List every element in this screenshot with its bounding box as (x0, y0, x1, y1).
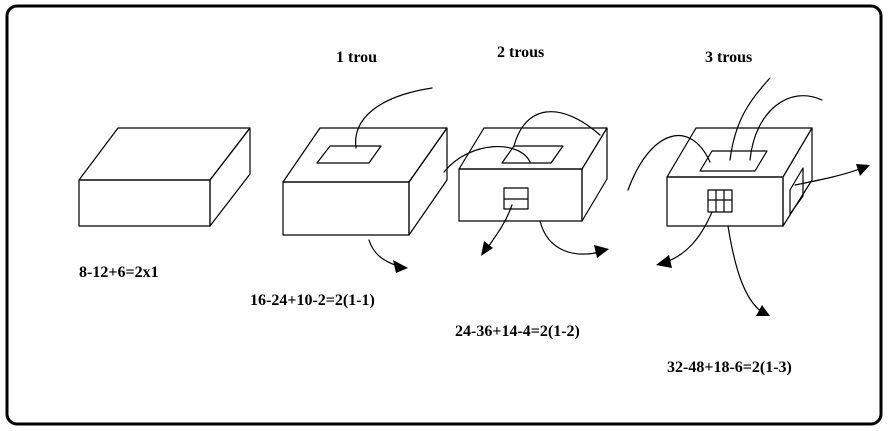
block-3-side (782, 127, 813, 227)
block-no-hole (78, 127, 251, 227)
block-0-front (78, 179, 211, 227)
block-3-loop-right (794, 167, 863, 186)
block-2-loop-bottom (539, 220, 601, 255)
block-1-arrowhead (393, 260, 408, 273)
block-1-side (408, 127, 448, 236)
block-three-holes (627, 77, 870, 316)
block-2-hole-top (501, 145, 564, 164)
diagram-frame (5, 4, 883, 426)
block-2-side (581, 127, 608, 222)
block-3-loop-top-a (729, 77, 771, 161)
block-1-loop-top (355, 87, 433, 149)
block-one-hole (282, 87, 448, 273)
block-2-loop-left (443, 145, 531, 173)
label-1-trou: 1 trou (336, 49, 377, 66)
block-3-loop-top-b (749, 95, 823, 161)
label-2-trous: 2 trous (497, 44, 544, 61)
block-1-front (282, 181, 410, 236)
block-0-side (209, 127, 251, 227)
block-two-holes (443, 111, 609, 258)
block-3-loop-front (665, 211, 713, 263)
formula-block-1: 16-24+10-2=2(1-1) (250, 292, 375, 309)
block-2-front (458, 168, 583, 222)
block-3-front (666, 176, 784, 227)
block-3-loop-bottom (727, 225, 763, 313)
block-3-arrowhead-left (656, 255, 672, 268)
block-3-hole-side (789, 167, 804, 215)
block-3-loop-left (627, 135, 711, 191)
block-3-hole-front (707, 189, 733, 213)
block-3-arrowhead-right (856, 164, 870, 176)
block-2-arrowhead-right (594, 245, 609, 258)
formula-block-3: 32-48+18-6=2(1-3) (667, 359, 792, 376)
block-0-top (78, 127, 251, 181)
block-1-top (282, 127, 448, 183)
block-2-loop-top (513, 111, 601, 147)
block-2-arrowhead-left (481, 241, 493, 256)
formula-block-0: 8-12+6=2x1 (79, 264, 159, 281)
formula-block-2: 24-36+14-4=2(1-2) (455, 323, 580, 340)
block-2-loop-front (485, 204, 513, 251)
block-3-top (666, 127, 813, 178)
block-1-hole (316, 145, 382, 164)
block-3-arrowhead-bottom (756, 305, 770, 316)
label-3-trous: 3 trous (705, 49, 752, 66)
